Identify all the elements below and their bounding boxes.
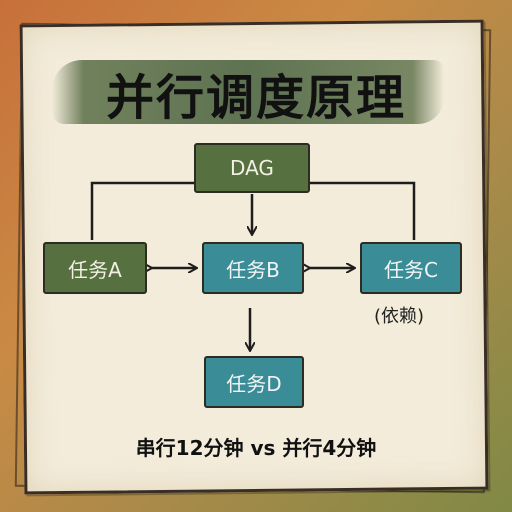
node-task-c: 任务C [360, 242, 462, 294]
node-task-b: 任务B [202, 242, 304, 294]
dependency-note: (依赖) [374, 306, 425, 327]
edge-dag-to-a [90, 181, 194, 240]
title-brush-stroke [52, 60, 444, 124]
node-dag: DAG [194, 143, 310, 193]
comparison-footer: 串行12分钟 vs 并行4分钟 [135, 436, 377, 460]
diagram-title: 并行调度原理 [105, 70, 406, 126]
node-task-a: 任务A [43, 242, 147, 294]
node-task-d: 任务D [204, 356, 304, 408]
edge-dag-to-c [310, 181, 416, 240]
